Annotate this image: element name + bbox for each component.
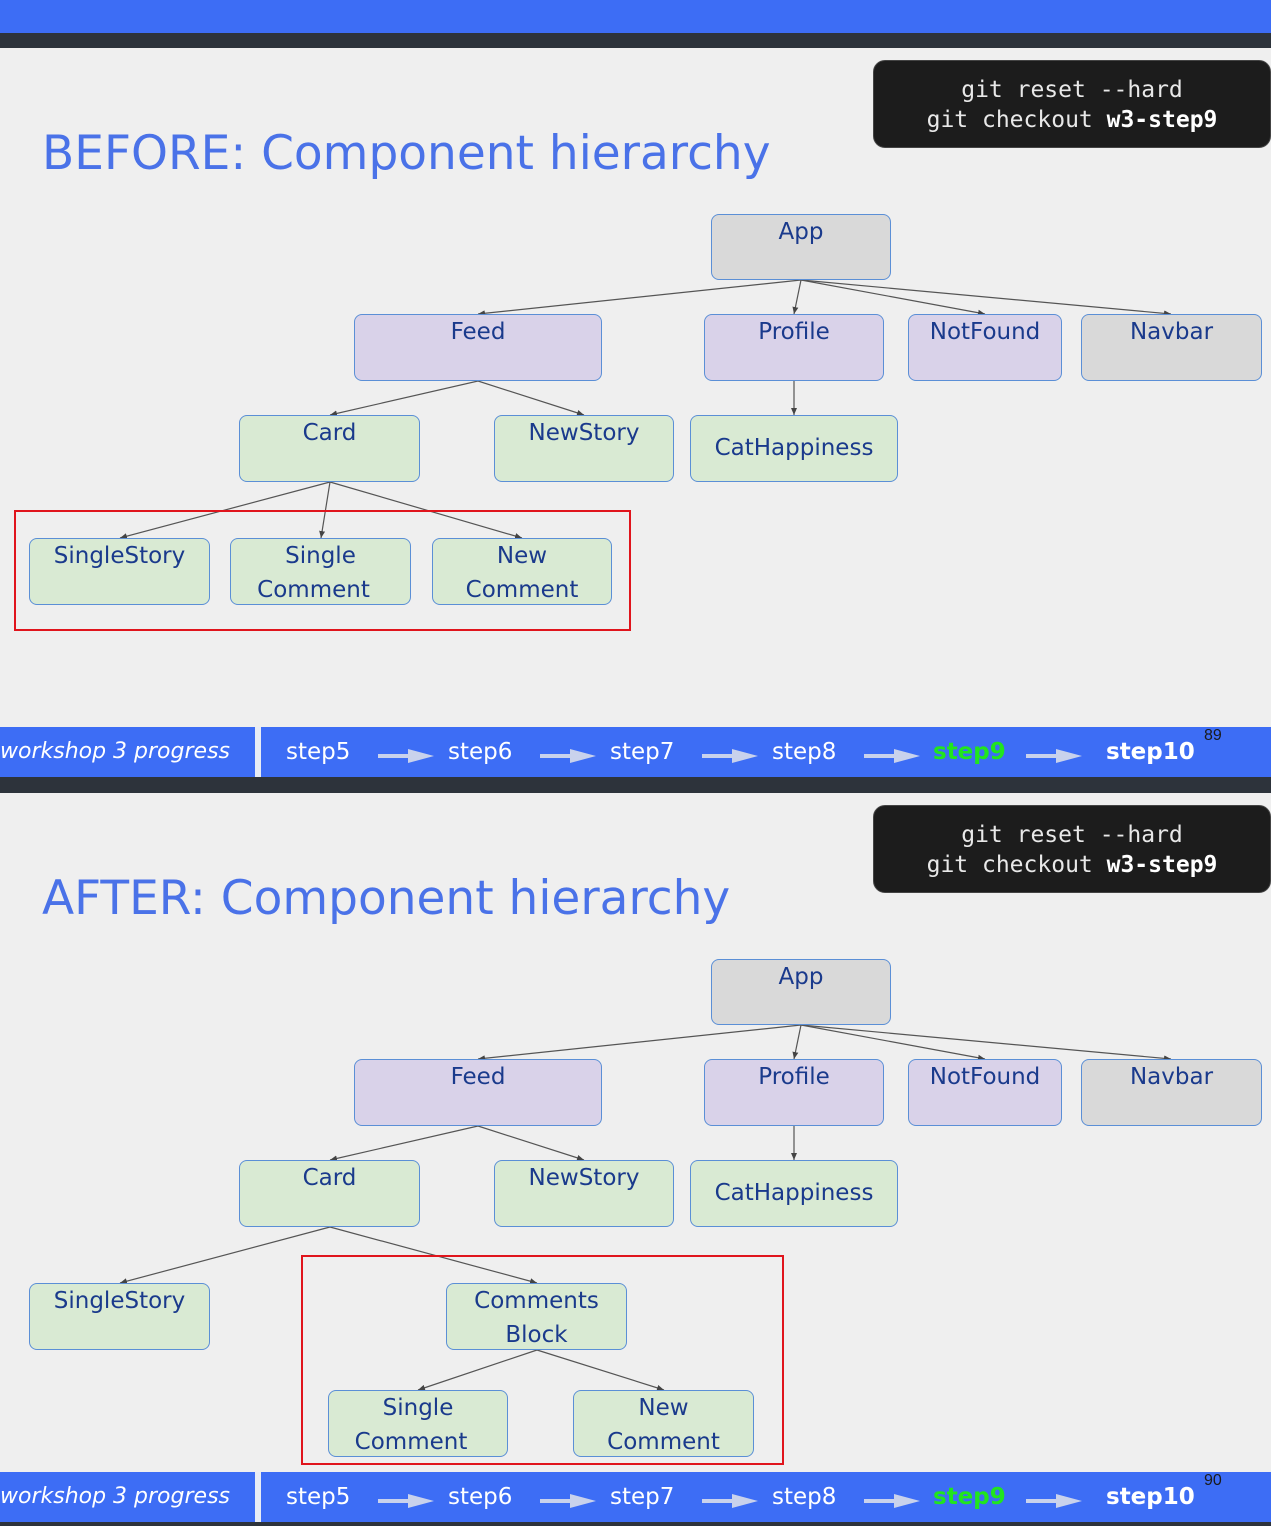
- node-app: App: [711, 959, 891, 1025]
- node-newcomment: New Comment: [432, 538, 612, 605]
- step-step6: step6: [448, 739, 513, 765]
- git-command-line-2: git checkout w3-step9: [874, 850, 1270, 880]
- step-step6: step6: [448, 1484, 513, 1510]
- node-singlecomment: Single Comment: [230, 538, 411, 605]
- git-command-box: git reset --hard git checkout w3-step9: [873, 805, 1271, 893]
- edge-app-notfound: [800, 1024, 986, 1061]
- git-command-line-1: git reset --hard: [961, 77, 1183, 103]
- edge-commentsblock-newcomment: [536, 1349, 665, 1391]
- node-singlecomment-line2: Comment: [354, 1429, 468, 1455]
- node-singlecomment-line2: Comment: [257, 577, 370, 603]
- slide-before: git reset --hard git checkout w3-step9 B…: [0, 48, 1271, 775]
- node-newcomment-line1: New: [638, 1395, 689, 1421]
- slide-after: git reset --hard git checkout w3-step9 A…: [0, 793, 1271, 1520]
- edge-app-notfound: [800, 279, 986, 316]
- arrow-icon: [1026, 1494, 1082, 1508]
- edge-app-navbar: [800, 279, 1172, 317]
- arrow-icon: [378, 749, 434, 763]
- node-singlestory: SingleStory: [29, 538, 210, 605]
- node-cathappiness: CatHappiness: [690, 415, 898, 482]
- git-command-line-2: git checkout w3-step9: [874, 105, 1270, 135]
- node-newcomment-line2: Comment: [607, 1429, 720, 1455]
- slide-title: BEFORE: Component hierarchy: [42, 126, 771, 181]
- node-app: App: [711, 214, 891, 280]
- node-newcomment-line2: Comment: [465, 577, 579, 603]
- node-profile: Profile: [704, 1059, 884, 1126]
- arrow-icon: [1026, 749, 1082, 763]
- node-navbar: Navbar: [1081, 314, 1262, 381]
- progress-footer: workshop 3 progress step5 step6 step7 st…: [0, 727, 1271, 777]
- node-newcomment-line1: New: [496, 543, 548, 569]
- edge-app-profile: [792, 279, 802, 315]
- top-accent-bar: [0, 0, 1271, 33]
- node-singlecomment: Single Comment: [328, 1390, 508, 1457]
- page-number: 90: [1204, 1472, 1222, 1489]
- edge-feed-newstory: [477, 1125, 585, 1161]
- arrow-icon: [540, 1494, 596, 1508]
- node-commentsblock-line1: Comments: [474, 1288, 599, 1314]
- git-branch-name: w3-step9: [1106, 852, 1218, 878]
- git-command-prefix: git checkout: [926, 107, 1107, 133]
- node-singlecomment-line1: Single: [382, 1395, 454, 1421]
- arrow-icon: [378, 1494, 434, 1508]
- footer-divider: [255, 727, 261, 777]
- arrow-icon: [864, 1494, 920, 1508]
- progress-label: workshop 3 progress: [0, 739, 230, 764]
- step-step9-current: step9: [933, 739, 1006, 765]
- page-number: 89: [1204, 727, 1222, 744]
- step-step10: step10: [1106, 739, 1195, 765]
- git-command-line-1: git reset --hard: [961, 822, 1183, 848]
- edge-feed-card: [329, 380, 479, 417]
- git-branch-name: w3-step9: [1106, 107, 1218, 133]
- hierarchy-edges: [119, 279, 1172, 540]
- node-newcomment: New Comment: [573, 1390, 754, 1457]
- node-profile: Profile: [704, 314, 884, 381]
- step-step9-current: step9: [933, 1484, 1006, 1510]
- step-step7: step7: [610, 1484, 675, 1510]
- step-step5: step5: [286, 739, 351, 765]
- node-notfound: NotFound: [908, 1059, 1062, 1126]
- node-feed: Feed: [354, 1059, 602, 1126]
- node-card: Card: [239, 415, 420, 482]
- arrow-icon: [540, 749, 596, 763]
- node-newstory: NewStory: [494, 415, 674, 482]
- edge-feed-newstory: [477, 380, 585, 416]
- edge-app-feed: [477, 279, 802, 317]
- edge-card-singlestory: [119, 1226, 331, 1285]
- arrow-icon: [702, 749, 758, 763]
- slide-title: AFTER: Component hierarchy: [42, 871, 731, 926]
- progress-footer: workshop 3 progress step5 step6 step7 st…: [0, 1472, 1271, 1522]
- edge-app-profile: [792, 1024, 802, 1060]
- highlight-box: [301, 1255, 784, 1465]
- step-step8: step8: [772, 739, 837, 765]
- node-navbar: Navbar: [1081, 1059, 1262, 1126]
- footer-divider: [255, 1472, 261, 1522]
- edge-app-navbar: [800, 1024, 1172, 1062]
- node-commentsblock-line2: Block: [505, 1322, 568, 1348]
- git-command-box: git reset --hard git checkout w3-step9: [873, 60, 1271, 148]
- arrow-icon: [864, 749, 920, 763]
- node-cathappiness: CatHappiness: [690, 1160, 898, 1227]
- step-step10: step10: [1106, 1484, 1195, 1510]
- highlight-box: [14, 510, 631, 631]
- edge-feed-card: [329, 1125, 479, 1162]
- edge-commentsblock-singlecomment: [417, 1349, 538, 1391]
- git-command-prefix: git checkout: [926, 852, 1107, 878]
- progress-label: workshop 3 progress: [0, 1484, 230, 1509]
- node-commentsblock: Comments Block: [446, 1283, 627, 1350]
- node-singlestory: SingleStory: [29, 1283, 210, 1350]
- step-step5: step5: [286, 1484, 351, 1510]
- node-card: Card: [239, 1160, 420, 1227]
- node-singlecomment-line1: Single: [285, 543, 356, 569]
- node-notfound: NotFound: [908, 314, 1062, 381]
- step-step7: step7: [610, 739, 675, 765]
- step-step8: step8: [772, 1484, 837, 1510]
- node-newstory: NewStory: [494, 1160, 674, 1227]
- node-feed: Feed: [354, 314, 602, 381]
- arrow-icon: [702, 1494, 758, 1508]
- hierarchy-edges: [119, 1024, 1172, 1391]
- edge-app-feed: [477, 1024, 802, 1062]
